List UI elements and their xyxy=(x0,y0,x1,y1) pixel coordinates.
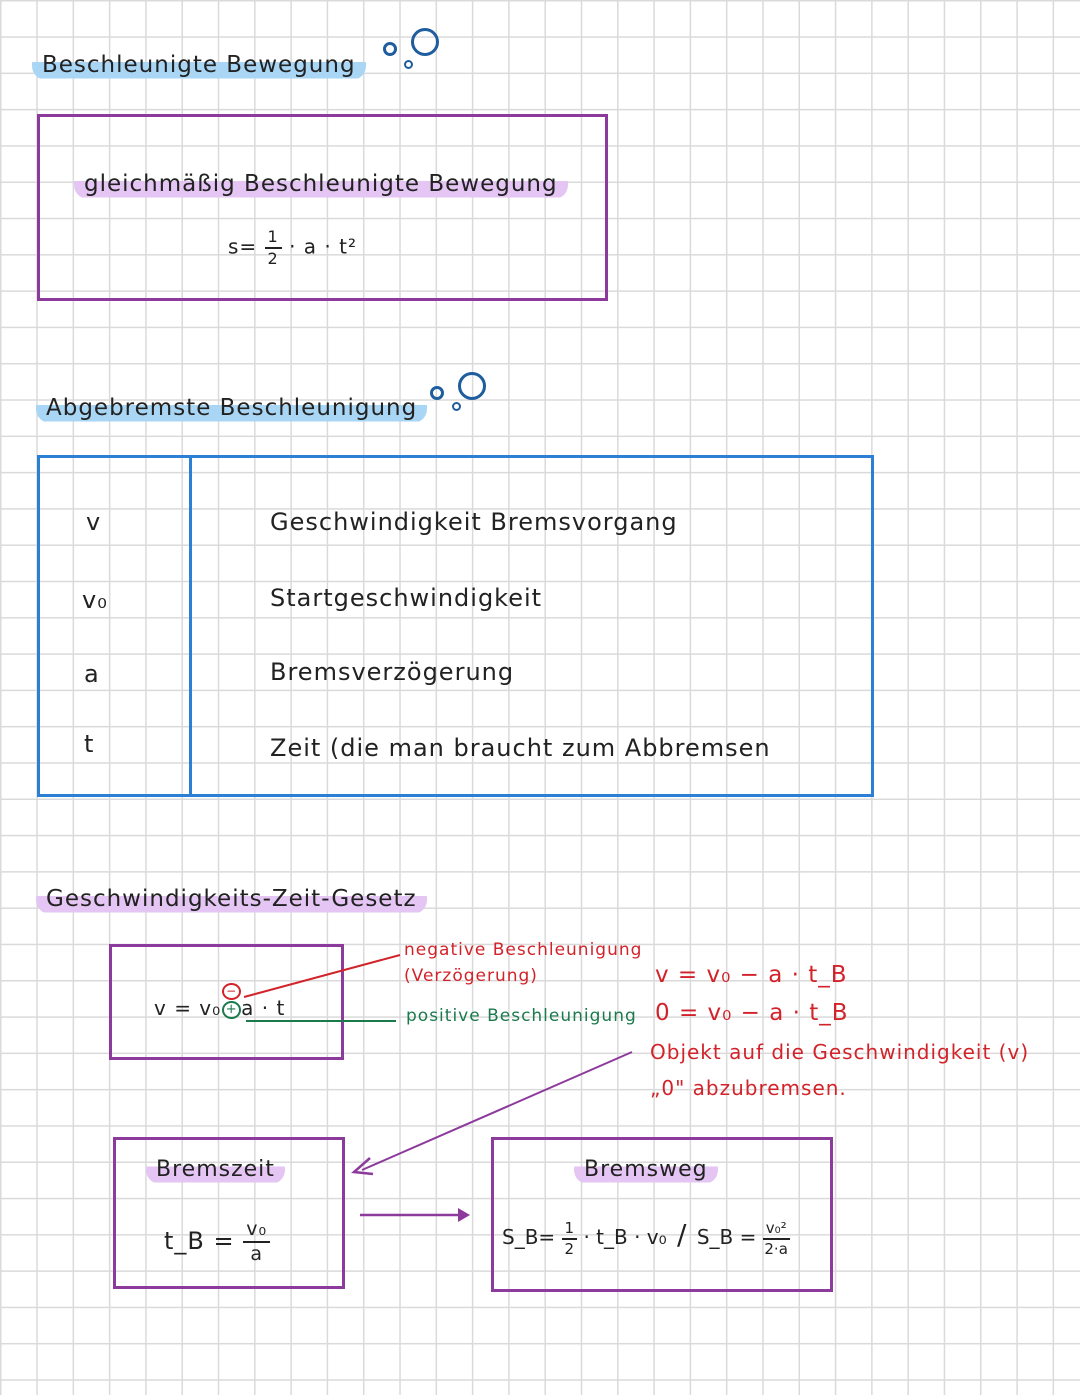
fraction: v₀² 2·a xyxy=(762,1220,790,1258)
box-title: gleichmäßig Beschleunigte Bewegung xyxy=(74,169,568,199)
bubble-icon xyxy=(404,60,413,69)
uniform-acceleration-box: gleichmäßig Beschleunigte Bewegung s= 1 … xyxy=(37,114,608,301)
formula-lhs-2: S_B = xyxy=(696,1225,757,1249)
formula-lhs: s= xyxy=(228,234,258,259)
negative-acceleration-sub: (Verzögerung) xyxy=(404,966,538,986)
velocity-formula: v = v₀−+a · t xyxy=(154,982,286,1020)
negative-connector-line xyxy=(243,954,401,998)
bremszeit-box: Bremszeit t_B = v₀ a xyxy=(113,1137,345,1289)
table-symbol: v xyxy=(86,508,102,536)
equation-1: v = v₀ − a · t_B xyxy=(655,962,848,988)
bubble-icon xyxy=(430,386,444,400)
formula-lhs: S_B= xyxy=(502,1225,556,1249)
fraction-denominator: 2 xyxy=(267,249,279,268)
table-meaning: Geschwindigkeit Bremsvorgang xyxy=(270,508,678,536)
fraction: 1 2 xyxy=(561,1220,578,1258)
sign-choice: −+ xyxy=(221,982,242,1019)
positive-acceleration-label: positive Beschleunigung xyxy=(406,1006,637,1026)
negative-acceleration-label: negative Beschleunigung xyxy=(404,940,643,960)
section-heading-geschwindigkeits-zeit-gesetz: Geschwindigkeits-Zeit-Gesetz xyxy=(36,884,427,914)
fraction: 1 2 xyxy=(264,229,282,268)
equation-2: 0 = v₀ − a · t_B xyxy=(655,1000,849,1026)
table-symbol: v₀ xyxy=(82,586,108,614)
velocity-law-box xyxy=(109,944,344,1060)
fraction: v₀ a xyxy=(243,1220,271,1265)
fraction-numerator: 1 xyxy=(561,1220,578,1240)
minus-sign: − xyxy=(222,982,242,1000)
table-meaning: Bremsverzögerung xyxy=(270,658,515,686)
bubble-icon xyxy=(458,372,486,400)
fraction-denominator: 2 xyxy=(564,1239,575,1258)
bremsweg-formula: S_B= 1 2 · t_B · v₀ / S_B = v₀² 2·a xyxy=(502,1218,790,1257)
section-heading-beschleunigte-bewegung: Beschleunigte Bewegung xyxy=(32,50,366,80)
fraction-denominator: 2·a xyxy=(764,1239,788,1258)
table-meaning: Zeit (die man braucht zum Abbremsen xyxy=(270,734,771,762)
bubble-icon xyxy=(411,28,439,56)
section-heading-abgebremste-beschleunigung: Abgebremste Beschleunigung xyxy=(36,393,428,423)
separator: / xyxy=(677,1218,687,1251)
bremszeit-title: Bremszeit xyxy=(146,1155,285,1184)
fraction-denominator: a xyxy=(250,1243,264,1265)
fraction-numerator: v₀ xyxy=(243,1220,271,1243)
variables-table xyxy=(37,455,874,797)
note-line-2: „0" abzubremsen. xyxy=(650,1076,847,1100)
fraction-numerator: 1 xyxy=(264,229,282,249)
bremsweg-box: Bremsweg S_B= 1 2 · t_B · v₀ / S_B = v₀²… xyxy=(491,1137,833,1292)
formula-lhs: t_B = xyxy=(164,1227,235,1255)
bubble-icon xyxy=(452,402,461,411)
arrowhead-icon xyxy=(458,1208,470,1222)
note-line-1: Objekt auf die Geschwindigkeit (v) xyxy=(650,1040,1030,1064)
distance-formula: s= 1 2 · a · t² xyxy=(228,229,357,267)
table-symbol: a xyxy=(84,660,100,688)
table-divider xyxy=(189,455,192,797)
arrowhead-icon xyxy=(351,1157,374,1176)
plus-sign: + xyxy=(222,1000,242,1019)
formula-right: a · t xyxy=(241,996,286,1020)
formula-left: v = v₀ xyxy=(154,996,222,1020)
bremszeit-formula: t_B = v₀ a xyxy=(164,1220,271,1265)
table-meaning: Startgeschwindigkeit xyxy=(270,584,543,612)
arrow-to-bremszeit xyxy=(361,1051,633,1171)
formula-rhs: · a · t² xyxy=(289,234,357,259)
bremsweg-title: Bremsweg xyxy=(574,1155,718,1184)
table-symbol: t xyxy=(84,730,95,758)
fraction-numerator: v₀² xyxy=(762,1220,790,1240)
bubble-icon xyxy=(383,42,397,56)
formula-middle: · t_B · v₀ xyxy=(583,1225,667,1249)
